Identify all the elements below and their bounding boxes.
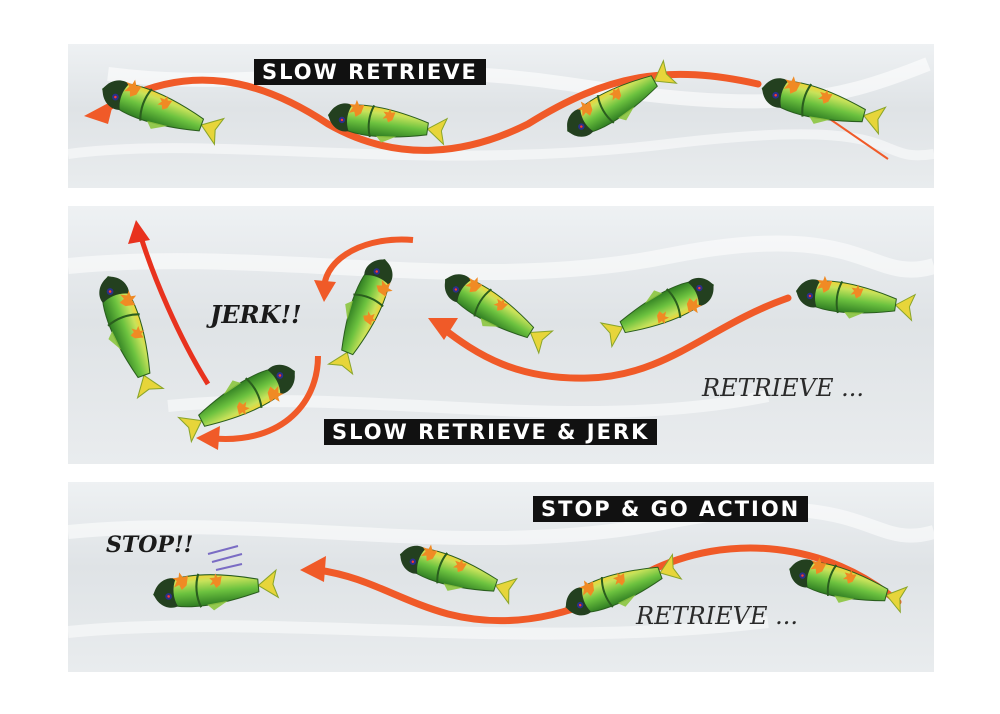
jerk-callout: JERK!! (210, 300, 302, 329)
retrieve-callout: RETRIEVE ... (636, 602, 799, 630)
fish-lure (783, 549, 910, 620)
panel-slow-retrieve-jerk: JERK!! RETRIEVE ... SLOW RETRIEVE & JERK (68, 206, 934, 464)
panel-stop-and-go: STOP!! RETRIEVE ... STOP & GO ACTION (68, 482, 934, 672)
panel-title: STOP & GO ACTION (533, 496, 809, 522)
fish-lure (87, 268, 171, 402)
stop-callout: STOP!! (106, 532, 194, 558)
panel-title: SLOW RETRIEVE (254, 59, 486, 85)
stop-and-go-scene (68, 502, 934, 640)
slow-retrieve-scene (68, 54, 934, 161)
fish-lure (150, 562, 281, 617)
slow-retrieve-jerk-scene (68, 220, 934, 450)
panel-slow-retrieve: SLOW RETRIEVE (68, 44, 934, 188)
fish-lure (792, 271, 917, 329)
jerk-path-arrows (128, 220, 792, 450)
panel-title: SLOW RETRIEVE & JERK (324, 419, 658, 445)
retrieve-callout: RETRIEVE ... (702, 374, 865, 402)
